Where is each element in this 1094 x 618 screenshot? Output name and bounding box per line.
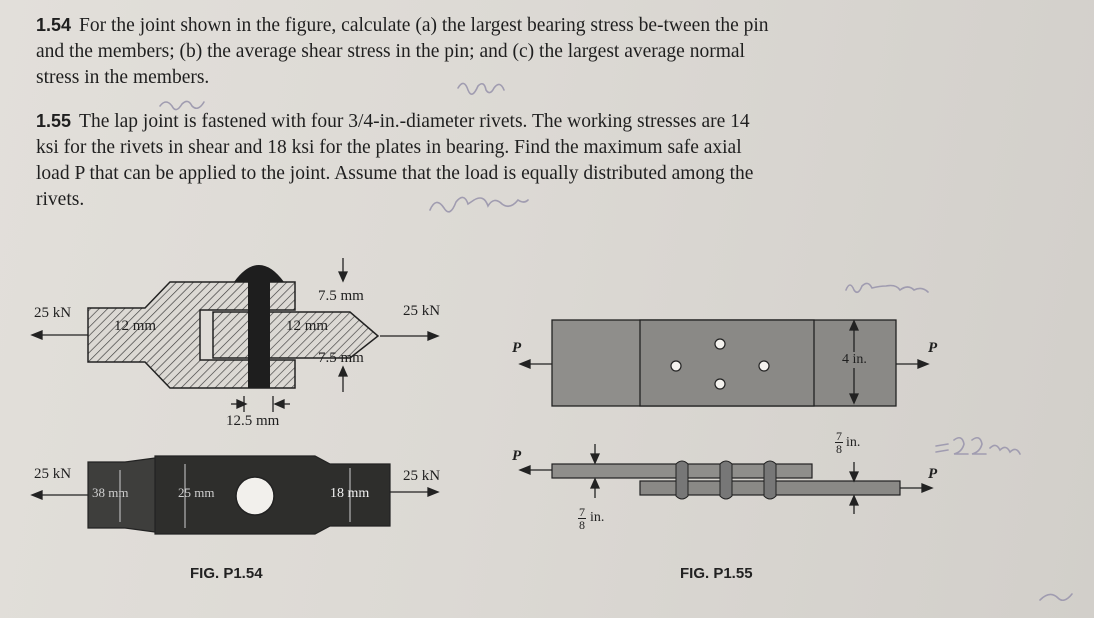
problem-text: For the joint shown in the figure, calcu… — [36, 15, 769, 88]
figure-caption-p1-54: FIG. P1.54 — [190, 565, 263, 582]
load-p-bottom-right: P — [928, 466, 938, 482]
rivet-holes — [670, 338, 770, 390]
fraction-denominator: 8 — [836, 442, 842, 456]
dim-12mm-right: 12 mm — [286, 318, 329, 334]
pin-head — [234, 265, 284, 282]
dim-4-in: 4 in. — [842, 352, 867, 368]
load-label-right-top: 25 kN — [403, 303, 441, 319]
fraction-numerator: 7 — [835, 429, 843, 443]
load-p-top-left: P — [512, 340, 522, 356]
fraction-numerator: 7 — [578, 505, 586, 519]
problem-text: The lap joint is fastened with four 3/4-… — [36, 111, 754, 210]
load-p-top-right: P — [928, 340, 938, 356]
rivets-elevation — [675, 460, 777, 500]
pin-hole — [235, 476, 275, 516]
dim-thickness-right-unit: in. — [846, 435, 861, 450]
clevis-member — [87, 281, 296, 389]
dim-18mm: 18 mm — [330, 486, 370, 501]
load-p-bottom-left: P — [512, 448, 522, 464]
dim-thickness-left: 7 8 — [578, 506, 586, 531]
load-label-right-bottom: 25 kN — [403, 468, 441, 484]
dim-12-5mm: 12.5 mm — [226, 413, 280, 429]
load-label-left-top: 25 kN — [34, 305, 72, 321]
dim-7-5mm-bottom: 7.5 mm — [318, 350, 364, 366]
pin — [248, 270, 270, 388]
fraction-denominator: 8 — [579, 518, 585, 532]
figure-caption-p1-55: FIG. P1.55 — [680, 565, 753, 582]
dim-12mm-left: 12 mm — [114, 318, 157, 334]
load-label-left-bottom: 25 kN — [34, 466, 72, 482]
problem-number: 1.54 — [36, 15, 72, 35]
dim-7-5mm-top: 7.5 mm — [318, 288, 364, 304]
dim-25mm: 25 mm — [178, 485, 215, 500]
dim-38mm: 38 mm — [92, 485, 129, 500]
dim-thickness-right: 7 8 — [835, 430, 843, 455]
problem-number: 1.55 — [36, 111, 72, 131]
dim-thickness-left-unit: in. — [590, 510, 605, 525]
